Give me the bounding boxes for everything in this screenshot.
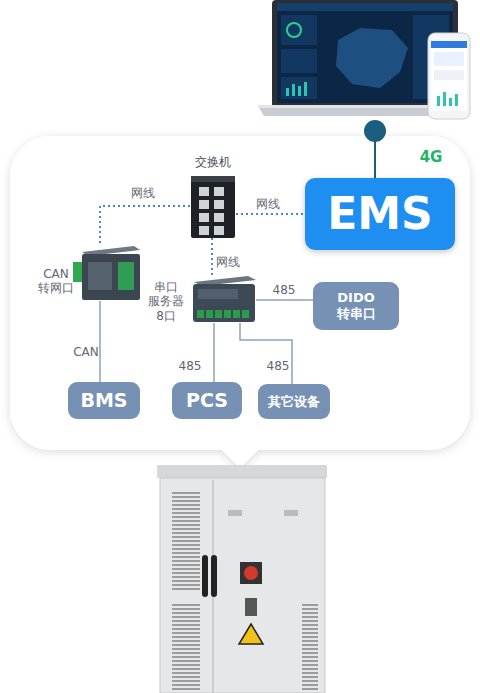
cabinet-tag bbox=[284, 510, 298, 516]
dashboard-gauge bbox=[287, 23, 301, 37]
uplink-dot bbox=[364, 120, 386, 142]
edge-label: 网线 bbox=[256, 198, 280, 210]
switch-port bbox=[199, 187, 209, 196]
phone-header bbox=[431, 41, 467, 48]
dashboard-header bbox=[277, 3, 453, 11]
dashboard-bar bbox=[304, 82, 307, 96]
edge-label: CAN bbox=[73, 346, 99, 358]
speech-bubble-panel bbox=[10, 136, 470, 468]
label-holder: CAN 转网口 bbox=[36, 267, 76, 296]
phone-bar bbox=[455, 94, 458, 106]
node-label: BMS bbox=[80, 389, 127, 412]
serial-server-device bbox=[193, 284, 255, 322]
switch-port bbox=[199, 213, 209, 222]
label-holder: 交换机 bbox=[190, 155, 236, 169]
terminal-block bbox=[242, 310, 249, 318]
phone-bar bbox=[437, 96, 440, 106]
can-converter-label bbox=[118, 262, 134, 290]
door-handle bbox=[202, 555, 208, 597]
signal-line bbox=[256, 299, 313, 301]
switch-port bbox=[214, 187, 224, 196]
node-label: PCS bbox=[186, 389, 228, 412]
cabinet-tag bbox=[228, 510, 242, 516]
signal-line bbox=[213, 323, 215, 382]
terminal-block bbox=[215, 310, 222, 318]
signal-line bbox=[240, 323, 292, 384]
dashboard-panel bbox=[281, 77, 317, 99]
dashboard-bar bbox=[286, 88, 289, 96]
node-label: 交换机 bbox=[195, 155, 231, 169]
phone-screen bbox=[431, 41, 467, 111]
label-holder: 串口 服务器 8口 bbox=[146, 280, 186, 323]
dashboard-bar bbox=[298, 86, 301, 96]
switch-top bbox=[191, 176, 235, 182]
switch-port bbox=[214, 226, 224, 235]
vent-grille bbox=[172, 492, 200, 592]
switch-port bbox=[199, 200, 209, 209]
process-box: 其它设备 bbox=[258, 384, 330, 419]
serial-server: 串口 服务器 8口 bbox=[146, 275, 256, 323]
can-converter: CAN 转网口 bbox=[36, 245, 140, 301]
cabinet-body bbox=[160, 478, 325, 693]
phone-card bbox=[434, 52, 464, 66]
switch-device bbox=[191, 176, 235, 238]
dashboard-panel bbox=[281, 49, 317, 73]
edge-label: 485 bbox=[267, 360, 290, 372]
dashboard-bar bbox=[292, 84, 295, 96]
cabinet-cap bbox=[157, 465, 327, 478]
switch-port bbox=[214, 200, 224, 209]
node-label: EMS bbox=[327, 188, 433, 241]
node-label: DIDO 转串口 bbox=[337, 290, 376, 321]
node-label: CAN 转网口 bbox=[38, 267, 74, 296]
process-box: DIDO 转串口 bbox=[313, 282, 399, 330]
vent-grille bbox=[302, 602, 318, 690]
edge-label: 485 bbox=[179, 360, 202, 372]
network-cable bbox=[100, 206, 190, 245]
can-converter-panel bbox=[88, 262, 112, 290]
switch-port bbox=[214, 213, 224, 222]
door-handle bbox=[211, 555, 217, 597]
network-cable bbox=[236, 213, 305, 215]
button-housing bbox=[240, 562, 262, 584]
laptop-screen bbox=[277, 3, 453, 103]
phone-body bbox=[428, 33, 470, 119]
dashboard-map bbox=[336, 28, 408, 88]
network-cable bbox=[211, 238, 213, 275]
warning-sign bbox=[239, 624, 263, 644]
switch-port bbox=[199, 226, 209, 235]
signal-line bbox=[99, 301, 101, 382]
dashboard-panel bbox=[281, 15, 317, 45]
terminal-block bbox=[197, 310, 204, 318]
network-switch: 交换机 bbox=[190, 155, 236, 238]
key-switch bbox=[245, 598, 257, 616]
edge-label: 485 bbox=[273, 284, 296, 296]
serial-server-panel bbox=[198, 289, 238, 299]
edge-label: 网线 bbox=[216, 256, 240, 268]
can-converter-device bbox=[82, 254, 140, 300]
phone-card bbox=[434, 70, 464, 80]
phone-bar bbox=[449, 98, 452, 106]
phone-bar bbox=[443, 92, 446, 106]
emergency-button bbox=[244, 566, 258, 580]
terminal-block bbox=[73, 262, 82, 282]
node-label: 其它设备 bbox=[268, 394, 320, 410]
vent-grille bbox=[172, 602, 200, 690]
process-box: PCS bbox=[172, 382, 242, 419]
network-tag: 4G bbox=[420, 150, 443, 165]
ems-box: EMS bbox=[305, 178, 455, 250]
terminal-block bbox=[224, 310, 231, 318]
terminal-block bbox=[206, 310, 213, 318]
edge-label: 网线 bbox=[131, 187, 155, 199]
terminal-block bbox=[233, 310, 240, 318]
node-label: 串口 服务器 8口 bbox=[148, 280, 184, 323]
process-box: BMS bbox=[68, 382, 140, 419]
